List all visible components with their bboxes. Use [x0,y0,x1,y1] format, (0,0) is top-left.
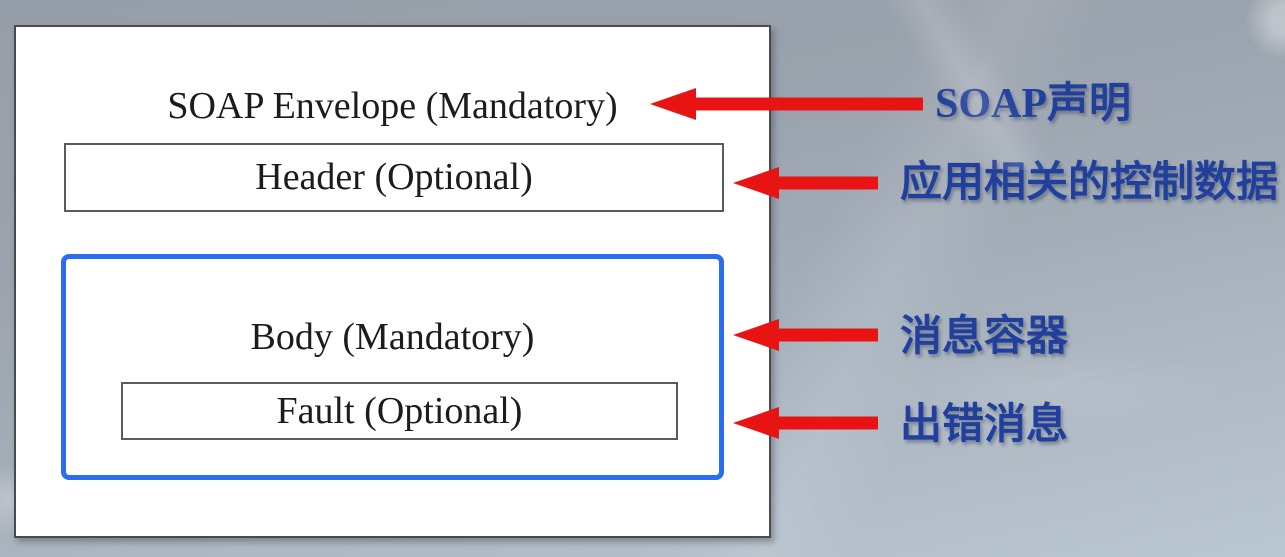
arrow-left-icon [733,405,878,441]
annotation-app-control-data: 应用相关的控制数据 [900,160,1279,206]
annotation-message-container: 消息容器 [900,314,1069,360]
arrow-left-icon [733,407,878,439]
soap-envelope-label: SOAP Envelope (Mandatory) [167,85,618,127]
arrow-left-icon [650,86,923,122]
arrow-left-icon [733,317,878,353]
arrow-left-icon [733,165,878,201]
annotation-error-message: 出错消息 [900,402,1069,448]
arrow-left-icon [733,167,878,199]
body-box: Body (Mandatory) Fault (Optional) [61,254,724,480]
soap-envelope-box: SOAP Envelope (Mandatory) Header (Option… [14,25,771,538]
body-label: Body (Mandatory) [250,316,535,358]
header-box: Header (Optional) [64,143,724,212]
annotation-soap-declaration: SOAP声明 [935,81,1132,127]
arrow-left-icon [650,88,923,120]
arrow-left-icon [733,319,878,351]
fault-box: Fault (Optional) [121,382,678,440]
